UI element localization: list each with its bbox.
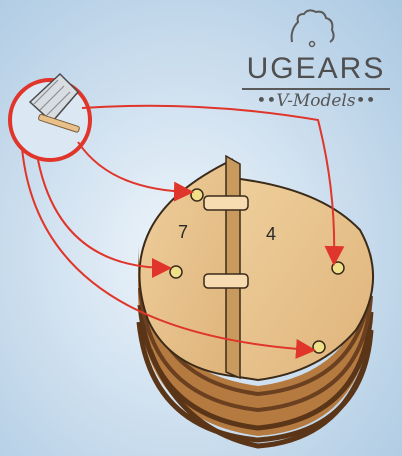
pin-hole [313,341,325,353]
gear-icon [284,4,340,52]
logo-subtitle: ••V-Models•• [236,90,396,112]
pin-hole [332,262,344,274]
pin-hole [170,266,182,278]
pin-hole [191,189,203,201]
ugears-logo: UGEARS ••V-Models•• [236,4,396,112]
part-number-left: 7 [178,222,188,242]
logo-brand: UGEARS [236,52,396,86]
part-number-right: 4 [266,224,276,244]
